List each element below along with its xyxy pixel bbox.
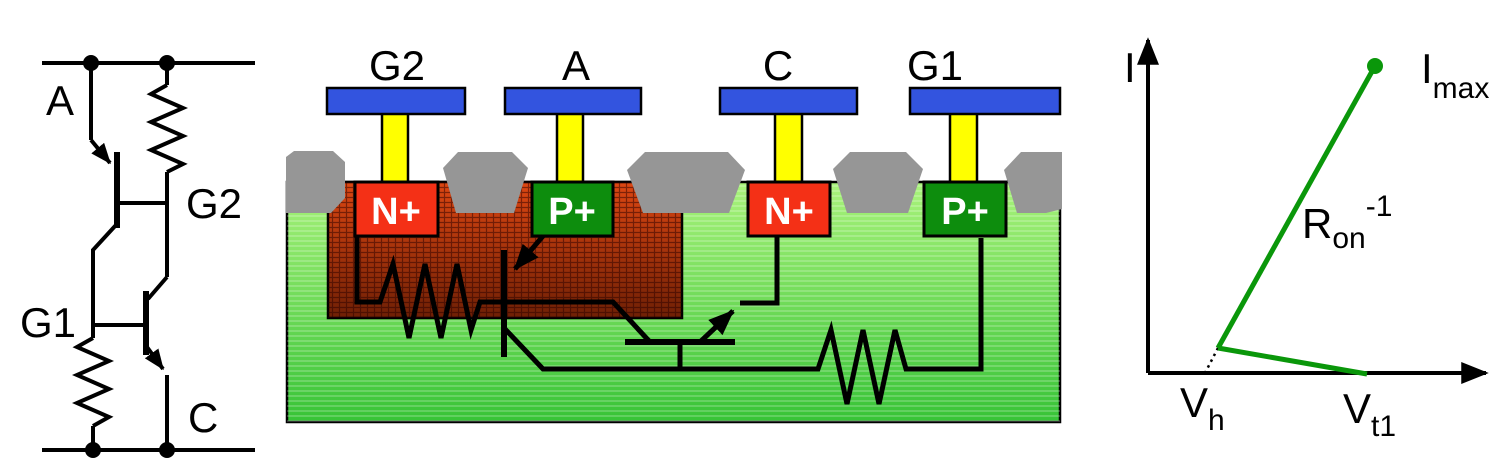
schematic-anode-label: A xyxy=(46,77,74,124)
vt1-label: Vt1 xyxy=(1343,385,1396,443)
xsec-cathode-lead xyxy=(740,237,780,306)
a-pplus-diffusion xyxy=(530,180,615,238)
trigger-branch-line xyxy=(1217,345,1368,377)
y-axis-label: I xyxy=(1124,44,1136,91)
ron-label: Ron-1 xyxy=(1302,190,1392,255)
pwell-resistor xyxy=(72,336,114,428)
c-contact-via xyxy=(773,111,804,187)
vh-label: Vh xyxy=(1180,379,1225,437)
scr-equivalent-schematic: A G2 G1 C xyxy=(20,55,255,458)
g2-contact-via xyxy=(380,111,410,187)
field-oxide-c-g1 xyxy=(833,152,923,213)
g1-diffusion-label: P+ xyxy=(941,191,989,233)
schematic-gate2-label: G2 xyxy=(186,180,242,227)
schematic-cathode-label: C xyxy=(188,394,218,441)
field-oxide-left xyxy=(286,151,345,213)
g2-diffusion-label: N+ xyxy=(371,191,421,233)
field-oxide-right xyxy=(1004,152,1062,213)
imax-label: Imax xyxy=(1421,45,1489,105)
substrate-resistance-path xyxy=(503,238,984,405)
c-metal-pad xyxy=(718,86,859,116)
field-oxide-g2-a xyxy=(443,152,528,213)
a-diffusion-label: P+ xyxy=(548,191,596,233)
a-contact-via xyxy=(555,111,585,187)
npn-collector-wire xyxy=(146,275,169,301)
schematic-gate1-label: G1 xyxy=(20,299,76,346)
vh-extrapolation-dotted-line xyxy=(1203,347,1220,374)
imax-point xyxy=(1367,58,1383,74)
ron-slope-line xyxy=(1215,64,1378,350)
npn-emitter-arrow xyxy=(144,345,165,371)
g1-pplus-diffusion xyxy=(922,180,1008,238)
nwell-resistor xyxy=(146,83,188,174)
g1-contact-via xyxy=(948,111,979,187)
xsec-npn-emitter-arrow xyxy=(698,309,735,344)
xsec-gate2-label: G2 xyxy=(369,42,425,89)
device-cross-section: N+ P+ N+ P+ G2 A C G1 xyxy=(285,42,1062,424)
a-metal-pad xyxy=(503,86,643,116)
pnp-emitter-arrow xyxy=(89,138,112,165)
g2-nplus-diffusion xyxy=(353,180,440,238)
pnp-collector-wire xyxy=(91,223,118,325)
c-diffusion-label: N+ xyxy=(764,191,814,233)
xsec-cathode-label: C xyxy=(763,42,793,89)
field-oxide-a-c xyxy=(627,152,745,213)
g2-metal-pad xyxy=(325,86,467,116)
xsec-gate1-label: G1 xyxy=(907,42,963,89)
xsec-pnp-emitter-arrow xyxy=(513,234,545,271)
g1-metal-pad xyxy=(908,86,1062,116)
c-nplus-diffusion xyxy=(746,180,832,238)
iv-snapback-plot: I Imax Ron-1 Vh Vt1 xyxy=(1124,37,1489,443)
xsec-anode-label: A xyxy=(562,42,590,89)
